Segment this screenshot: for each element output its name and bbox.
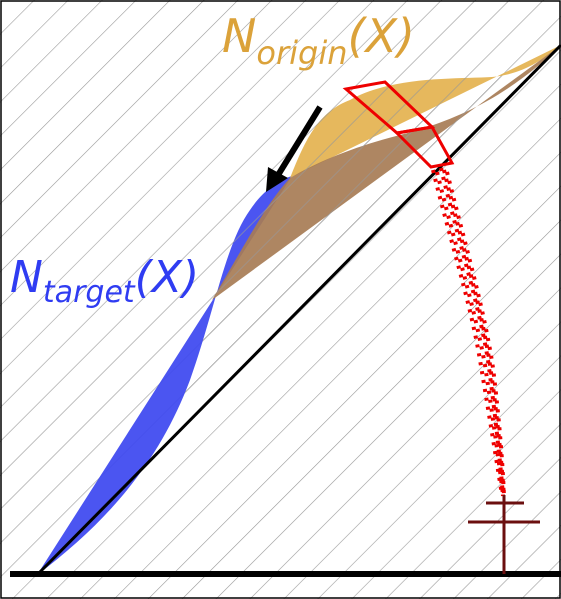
origin-label: Norigin(X) (222, 9, 415, 72)
origin-label-main: N (222, 9, 256, 63)
arrow-icon (266, 105, 323, 192)
origin-marker (468, 495, 540, 574)
origin-label-sub: origin (256, 34, 347, 72)
red-trajectory (431, 167, 506, 498)
diagonal-line (35, 43, 561, 577)
origin-label-tail: (X) (348, 9, 415, 63)
target-label-main: N (10, 252, 43, 303)
target-label-tail: (X) (135, 252, 199, 303)
mapped-slice (393, 125, 455, 169)
target-label-sub: target (43, 275, 136, 310)
target-label: Ntarget(X) (10, 252, 199, 310)
